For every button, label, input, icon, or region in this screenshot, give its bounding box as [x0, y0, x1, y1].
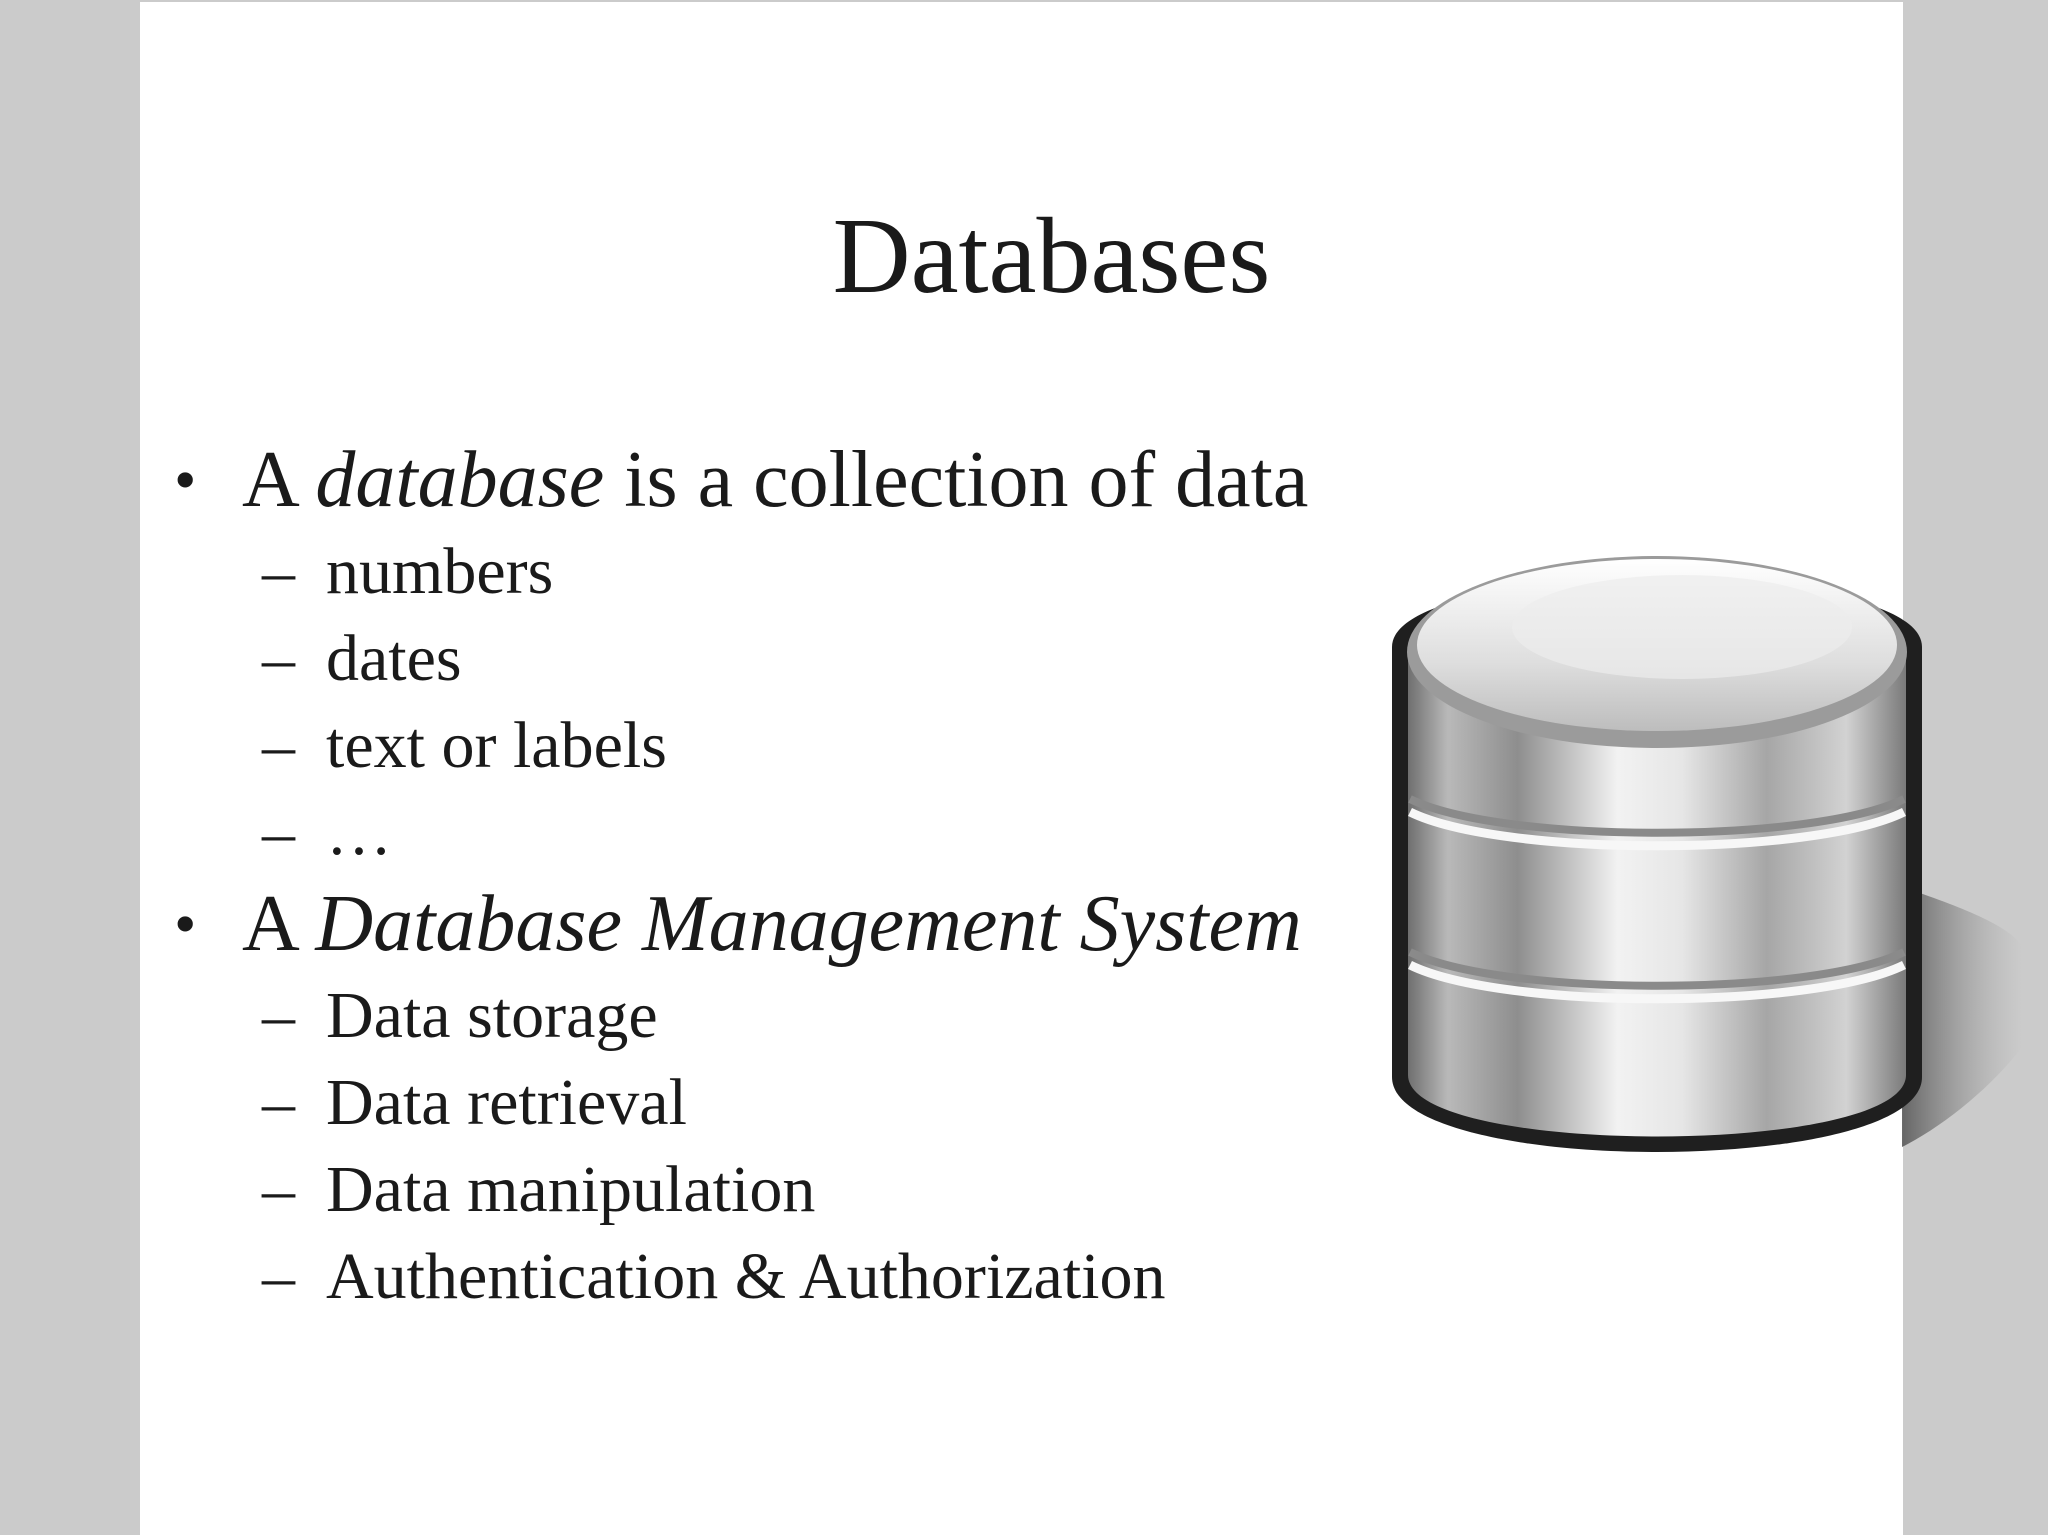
bullet-suffix: is a collection of data: [604, 436, 1309, 524]
cylinder-band-2-shade: [1408, 948, 1906, 990]
sub-item-label: text or labels: [326, 709, 667, 782]
sub-item-label: Authentication & Authorization: [326, 1240, 1166, 1313]
sub-item: –Data storage: [170, 972, 1470, 1059]
dash-marker: –: [262, 1066, 295, 1139]
bullet-marker: •: [174, 444, 197, 515]
cylinder-top-highlight: [1512, 575, 1852, 679]
sub-item-label: numbers: [326, 535, 554, 608]
cylinder-band-1-shade: [1408, 795, 1906, 837]
dash-marker: –: [262, 796, 295, 869]
sub-item-label: dates: [326, 622, 462, 695]
cylinder-body: [1408, 652, 1906, 1137]
dash-marker: –: [262, 535, 295, 608]
sub-item-label: Data storage: [326, 979, 658, 1052]
bullet-list: • A database is a collection of data –nu…: [170, 432, 1470, 1320]
bullet-emphasis: database: [315, 436, 605, 524]
dash-marker: –: [262, 1153, 295, 1226]
sub-item: –Data manipulation: [170, 1146, 1470, 1233]
bullet-database-definition: • A database is a collection of data: [170, 432, 1470, 528]
dash-marker: –: [262, 979, 295, 1052]
slide: Databases • A database is a collection o…: [140, 2, 2022, 1535]
bullet-prefix: A: [242, 880, 316, 968]
bullet-dbms: • A Database Management System: [170, 876, 1470, 972]
sub-item: –dates: [170, 615, 1470, 702]
sub-item: –Data retrieval: [170, 1059, 1470, 1146]
cylinder-shadow: [1902, 887, 2022, 1147]
bullet-prefix: A: [242, 436, 316, 524]
sub-item: –Authentication & Authorization: [170, 1233, 1470, 1320]
sub-item-label: Data retrieval: [326, 1066, 687, 1139]
sub-item-label: …: [326, 796, 392, 869]
sub-item-label: Data manipulation: [326, 1153, 816, 1226]
dash-marker: –: [262, 709, 295, 782]
database-cylinder-icon: [1392, 556, 2022, 1152]
sub-item: –…: [170, 789, 1470, 876]
bullet-marker: •: [174, 888, 197, 959]
cylinder-band-1: [1408, 807, 1906, 851]
slide-title: Databases: [832, 197, 1271, 316]
dash-marker: –: [262, 1240, 295, 1313]
sub-item: –numbers: [170, 528, 1470, 615]
bullet-emphasis: Database Management System: [315, 880, 1302, 968]
sub-item: –text or labels: [170, 702, 1470, 789]
cylinder-band-2: [1408, 960, 1906, 1004]
dash-marker: –: [262, 622, 295, 695]
